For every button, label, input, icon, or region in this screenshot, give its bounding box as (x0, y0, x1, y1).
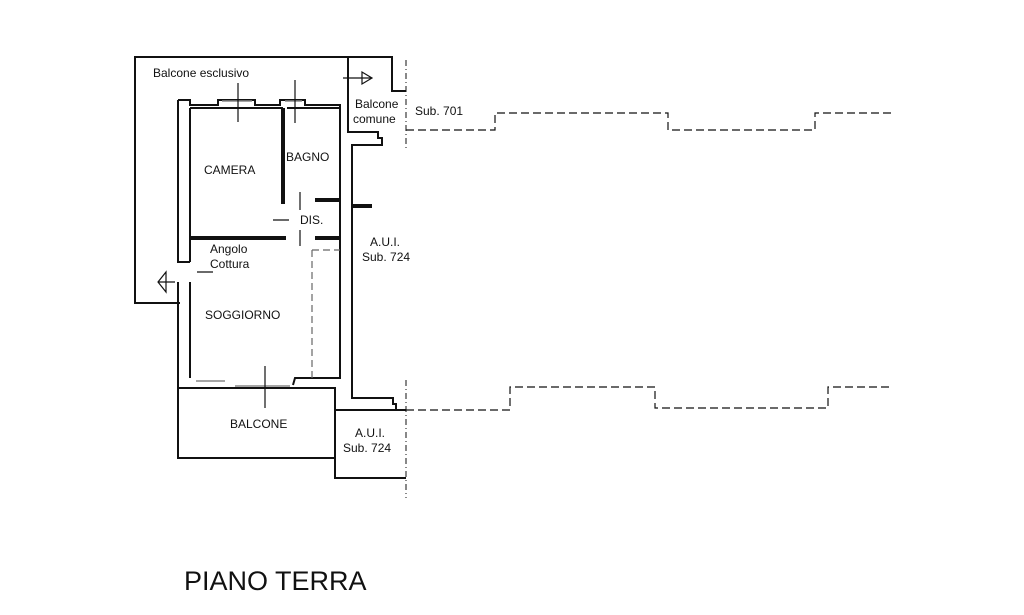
entrance-arrow-icon (157, 270, 175, 294)
aui-wall (347, 57, 406, 411)
neighbour-outline-bottom (406, 386, 892, 411)
label-balcone-comune-1: Balcone (355, 97, 399, 111)
apartment-inner-top (190, 107, 341, 378)
label-balcone-esclusivo: Balcone esclusivo (153, 66, 249, 80)
label-balcone-comune-2: comune (353, 112, 396, 126)
label-cottura: Cottura (210, 257, 250, 271)
label-aui-1-sub: Sub. 724 (362, 250, 410, 264)
interior-walls (190, 108, 372, 240)
label-dis: DIS. (300, 213, 323, 227)
opening-markers (197, 80, 301, 408)
label-sub701: Sub. 701 (415, 104, 463, 118)
label-aui-2-sub: Sub. 724 (343, 441, 391, 455)
plan-title: PIANO TERRA (184, 566, 367, 596)
kitchen-dashed-outline (311, 249, 340, 378)
entrance-arrow-icon (343, 70, 374, 86)
neighbour-outline-top (406, 112, 892, 131)
label-soggiorno: SOGGIORNO (205, 308, 280, 322)
label-angolo: Angolo (210, 242, 248, 256)
label-aui-1: A.U.I. (370, 235, 400, 249)
balcone-comune-outline (348, 56, 406, 92)
label-aui-2: A.U.I. (355, 426, 385, 440)
apartment-walls-bottom (178, 387, 336, 410)
windows (196, 100, 302, 387)
label-bagno: BAGNO (286, 150, 329, 164)
aui-lower-outline (334, 458, 406, 479)
label-balcone: BALCONE (230, 417, 287, 431)
balcone-esclusivo-outline (134, 56, 348, 304)
apartment-walls-left (177, 100, 195, 389)
label-camera: CAMERA (204, 163, 255, 177)
apartment-walls-top-right (178, 99, 341, 386)
